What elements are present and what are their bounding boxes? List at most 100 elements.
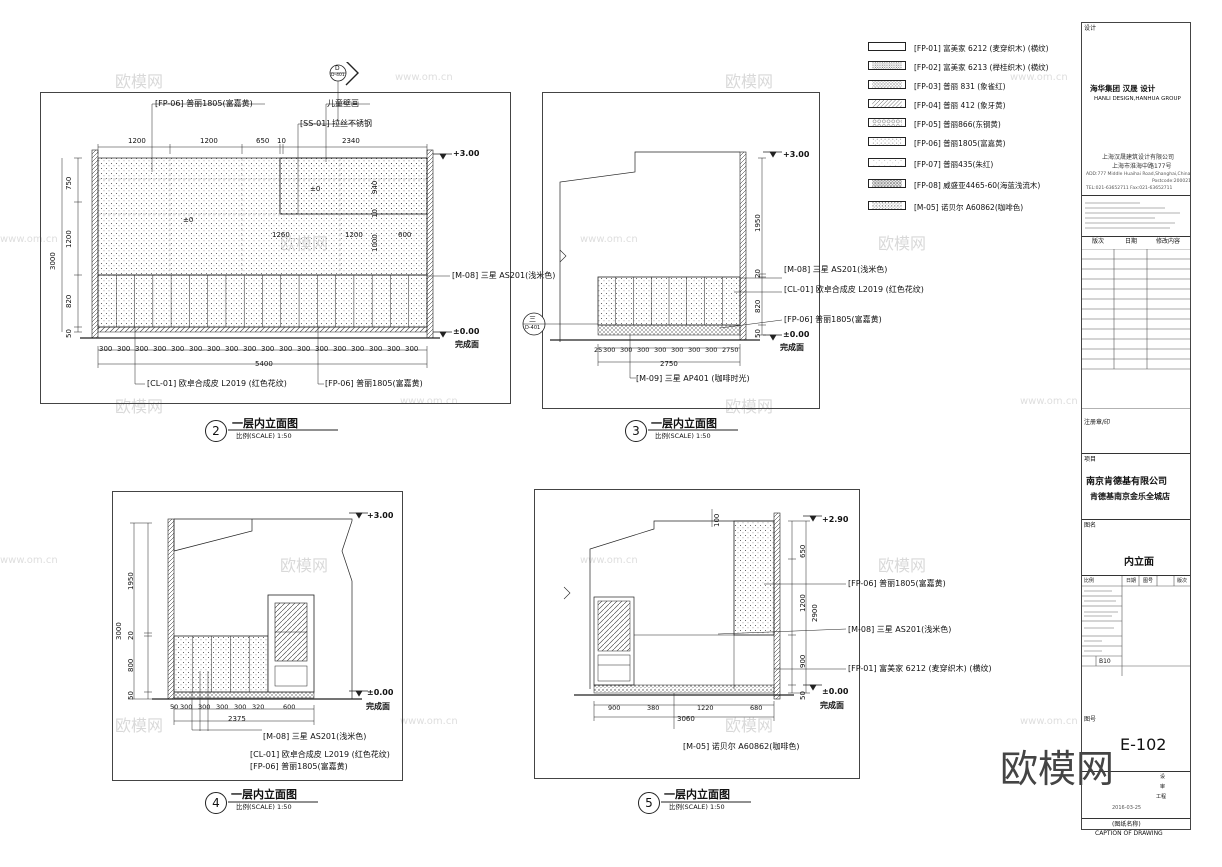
dim-label: 300 xyxy=(369,345,383,353)
dim-label: 300 xyxy=(297,345,311,353)
note-label: [CL-01] 欧卓合成皮 L2019 (红色花纹) xyxy=(147,379,287,388)
company-name: 海华集团 汉晟 设计 xyxy=(1090,84,1156,93)
legend-swatch xyxy=(868,201,906,210)
dim-label: 800 xyxy=(127,658,135,672)
meta-header: 比例 xyxy=(1084,578,1095,584)
dim-label: 300 xyxy=(180,703,193,711)
dim-label: 1200 xyxy=(345,231,363,239)
dim-label: 1200 xyxy=(799,594,807,612)
dim-label: 650 xyxy=(256,137,270,145)
finish-label: 完成面 xyxy=(455,340,479,349)
note-label: [FP-06] 普丽1805(富嘉黄) xyxy=(784,315,882,324)
watermark-url: www.om.cn xyxy=(400,716,458,727)
view-title: 一层内立面图 xyxy=(651,417,717,430)
meta-grid xyxy=(1082,576,1190,676)
legend-label: [FP-06] 普丽1805(富嘉黄) xyxy=(914,139,1006,148)
dim-label: 50 xyxy=(754,329,762,338)
note-label: [CL-01] 欧卓合成皮 L2019 (红色花纹) xyxy=(784,285,924,294)
note-label: [M-08] 三星 AS201(浅米色) xyxy=(848,625,952,634)
col-header: 日期 xyxy=(1125,238,1138,245)
dim-label: 600 xyxy=(283,703,296,711)
divider xyxy=(1082,453,1190,454)
note-label: [FP-06] 普丽1805(富嘉黄) xyxy=(848,579,946,588)
dim-label: 50 xyxy=(170,703,179,711)
address-line: ADD:777 Middle Huaihai Road,Shanghai,Chi… xyxy=(1086,172,1191,177)
legend-label: [FP-08] 威盛亚4465-60(海蓝浅流木) xyxy=(914,181,1041,190)
dim-label: 300 xyxy=(705,346,718,354)
dim-label: 2900 xyxy=(811,604,819,622)
meta-value: B10 xyxy=(1099,658,1111,665)
title-underline xyxy=(648,429,738,431)
watermark-brand: 欧模网 xyxy=(878,234,927,253)
view-scale: 比例(SCALE) 1:50 xyxy=(236,803,292,811)
note-label: [FP-06] 普丽1805(富嘉黄) xyxy=(155,99,253,108)
divider xyxy=(1082,575,1190,576)
title-block: 设计 海华集团 汉晟 设计 HANLI DESIGN,HANHUA GROUP … xyxy=(1081,22,1191,837)
company-name-en: HANLI DESIGN,HANHUA GROUP xyxy=(1094,96,1181,102)
legend-label: [FP-01] 富美家 6212 (麦穿织木) (横纹) xyxy=(914,44,1049,53)
dim-label: 1200 xyxy=(65,230,73,248)
dim-label: 320 xyxy=(252,703,265,711)
dim-label: 300 xyxy=(279,345,293,353)
dim-label: 300 xyxy=(261,345,275,353)
note-label: [FP-01] 富美家 6212 (麦穿织木) (横纹) xyxy=(848,664,992,673)
dim-label: 3000 xyxy=(115,622,123,640)
dim-label: 300 xyxy=(405,345,419,353)
dim-label: 300 xyxy=(216,703,229,711)
dim-label: 300 xyxy=(315,345,329,353)
note-label: [SS-01] 拉丝不锈钢 xyxy=(300,119,373,128)
watermark-url: www.om.cn xyxy=(1010,72,1068,83)
dim-label: 300 xyxy=(620,346,633,354)
drawing-number: E-102 xyxy=(1120,735,1167,754)
view-title: 一层内立面图 xyxy=(664,788,730,801)
dim-label: 300 xyxy=(135,345,149,353)
level-top: +3.00 xyxy=(783,150,810,159)
elevation-3-drawing xyxy=(522,151,783,379)
dim-label: 600 xyxy=(398,231,412,239)
dim-label: 300 xyxy=(153,345,167,353)
dim-label: 300 xyxy=(198,703,211,711)
watermark-url: www.om.cn xyxy=(1020,396,1078,407)
level-bottom: ±0.00 xyxy=(453,327,480,336)
legend-label: [FP-05] 普丽866(东钢黄) xyxy=(914,120,1001,129)
dim-label: 750 xyxy=(65,176,73,190)
view-frame xyxy=(40,92,511,404)
title-underline xyxy=(228,801,318,803)
dim-label: 300 xyxy=(333,345,347,353)
dim-label: 2750 xyxy=(722,346,739,354)
view-title: 一层内立面图 xyxy=(231,788,297,801)
dim-label: 300 xyxy=(654,346,667,354)
dim-label: 50 xyxy=(127,691,135,700)
caption-en: CAPTION OF DRAWING xyxy=(1095,830,1163,837)
dim-label: 300 xyxy=(225,345,239,353)
view-scale: 比例(SCALE) 1:50 xyxy=(655,432,711,440)
level-mark: ±0 xyxy=(183,216,194,224)
caption-cn: (图纸名称) xyxy=(1112,821,1141,828)
meta-header: 日期 xyxy=(1126,578,1137,584)
dim-label: 1260 xyxy=(272,231,290,239)
dim-total: 3060 xyxy=(677,715,695,723)
title-underline xyxy=(661,801,751,803)
note-label: [M-09] 三星 AP401 (咖啡时光) xyxy=(636,374,750,383)
dim-label: 300 xyxy=(99,345,113,353)
client-name: 南京肯德基有限公司 xyxy=(1086,477,1168,487)
dim-label: 50 xyxy=(65,329,73,338)
view-frame xyxy=(542,92,820,409)
legend-swatch xyxy=(868,42,906,51)
callout-ref: D-401 xyxy=(331,73,345,78)
elevation-2-drawing xyxy=(61,62,452,385)
view-number: 3 xyxy=(625,420,647,442)
notes-lines xyxy=(1085,202,1180,229)
dim-label: 300 xyxy=(207,345,221,353)
dim-label: 300 xyxy=(234,703,247,711)
dim-label: 10 xyxy=(277,137,286,145)
dim-label: 300 xyxy=(117,345,131,353)
dim-label: 1950 xyxy=(127,572,135,590)
watermark-url: www.om.cn xyxy=(1020,716,1078,727)
dim-label: 820 xyxy=(754,299,762,313)
drawing-no-label: 图号 xyxy=(1084,716,1097,723)
dim-label: 20 xyxy=(127,631,135,640)
finish-label: 完成面 xyxy=(780,343,804,352)
dim-label: 1200 xyxy=(128,137,146,145)
project-name: 肯德基南京金乐全城店 xyxy=(1090,492,1170,501)
